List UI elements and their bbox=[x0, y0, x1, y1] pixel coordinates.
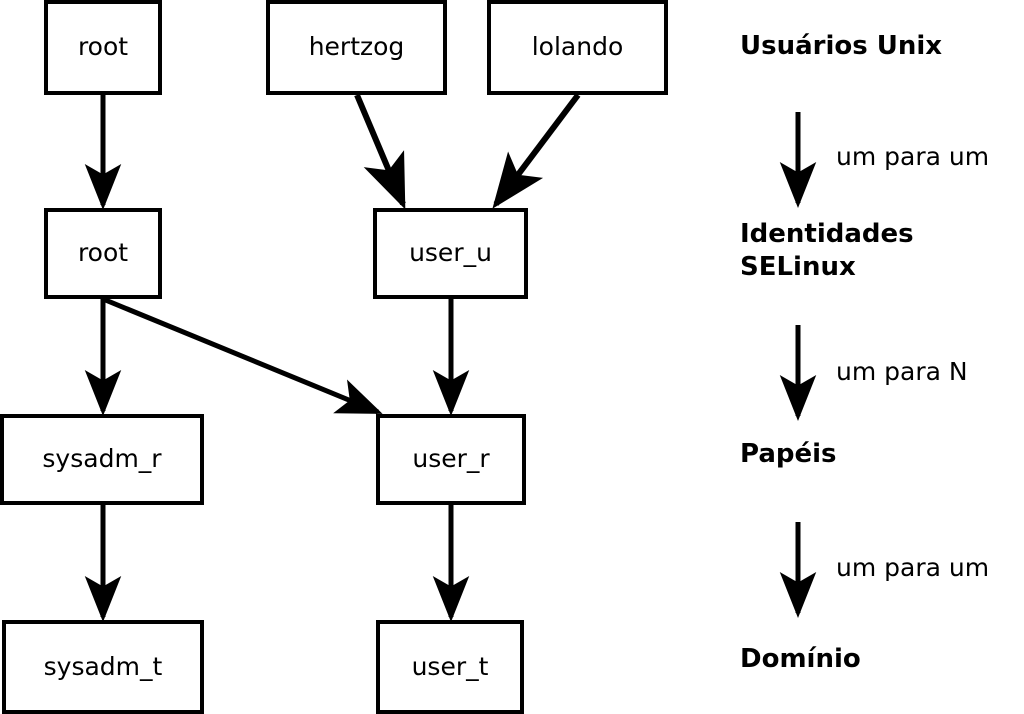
node-identity-root[interactable]: root bbox=[44, 208, 162, 299]
node-label: sysadm_t bbox=[43, 651, 163, 681]
legend-level-selinux-identities: Identidades SELinux bbox=[740, 219, 914, 283]
legend-level-domain: Domínio bbox=[740, 644, 861, 674]
node-label: root bbox=[77, 238, 129, 267]
node-domain-user-t[interactable]: user_t bbox=[376, 620, 524, 714]
node-identity-user-u[interactable]: user_u bbox=[373, 208, 528, 299]
legend-level-unix-users: Usuários Unix bbox=[740, 31, 943, 61]
edge-lolando-to-user-u bbox=[492, 93, 581, 209]
edge-hertzog-to-user-u bbox=[354, 93, 406, 210]
node-role-user-r[interactable]: user_r bbox=[376, 414, 526, 505]
node-unix-root[interactable]: root bbox=[44, 0, 162, 95]
legend-level-roles: Papéis bbox=[740, 439, 837, 469]
node-label: user_u bbox=[409, 238, 492, 267]
legend-relation-one-to-n-roles: um para N bbox=[836, 357, 968, 386]
node-role-sysadm-r[interactable]: sysadm_r bbox=[0, 414, 204, 505]
node-unix-hertzog[interactable]: hertzog bbox=[266, 0, 447, 95]
node-label: sysadm_r bbox=[42, 444, 162, 473]
node-label: hertzog bbox=[308, 32, 405, 61]
node-label: root bbox=[77, 32, 129, 61]
legend-relation-one-to-one-domain: um para um bbox=[836, 553, 990, 582]
node-label: user_t bbox=[411, 651, 489, 681]
node-domain-sysadm-t[interactable]: sysadm_t bbox=[2, 620, 204, 714]
node-unix-lolando[interactable]: lolando bbox=[487, 0, 668, 95]
legend-relation-one-to-one-identity: um para um bbox=[836, 142, 990, 171]
node-label: lolando bbox=[531, 32, 624, 61]
edge-identity-root-to-user-r bbox=[102, 296, 383, 415]
node-label: user_r bbox=[412, 444, 490, 473]
